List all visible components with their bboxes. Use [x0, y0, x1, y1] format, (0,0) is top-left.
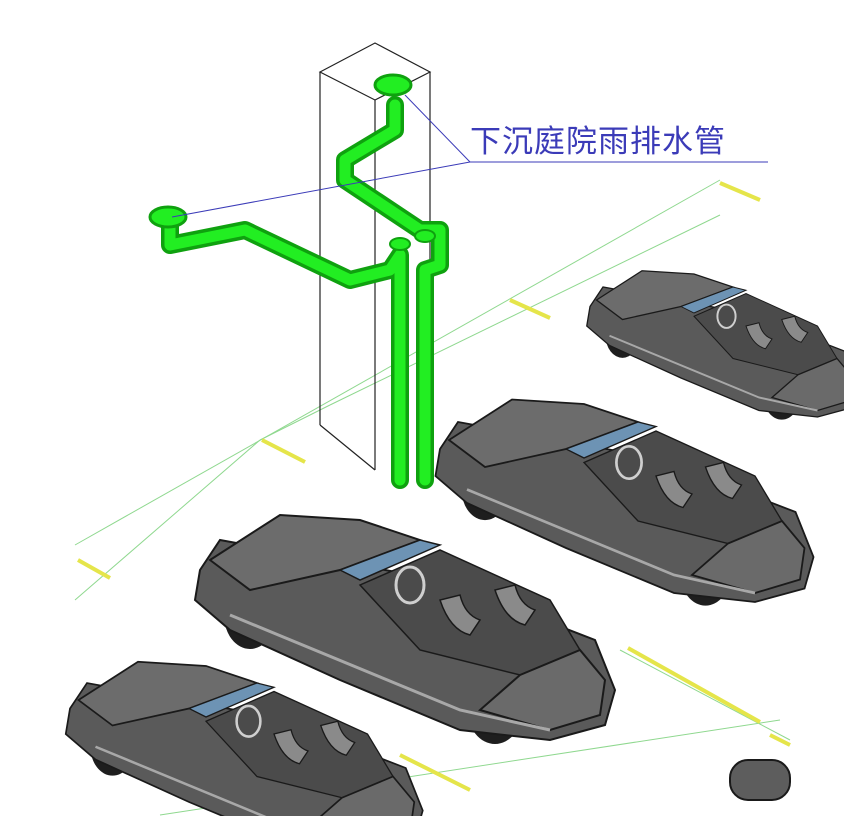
annotation-leader-lines — [171, 94, 768, 218]
column-box-icon — [318, 42, 432, 475]
drain-pipe-label: 下沉庭院雨排水管 — [470, 124, 726, 160]
car-icon — [729, 759, 791, 801]
car-icon — [585, 269, 844, 421]
parking-stripes — [77, 181, 791, 792]
drain-pipe-icon — [148, 73, 449, 489]
